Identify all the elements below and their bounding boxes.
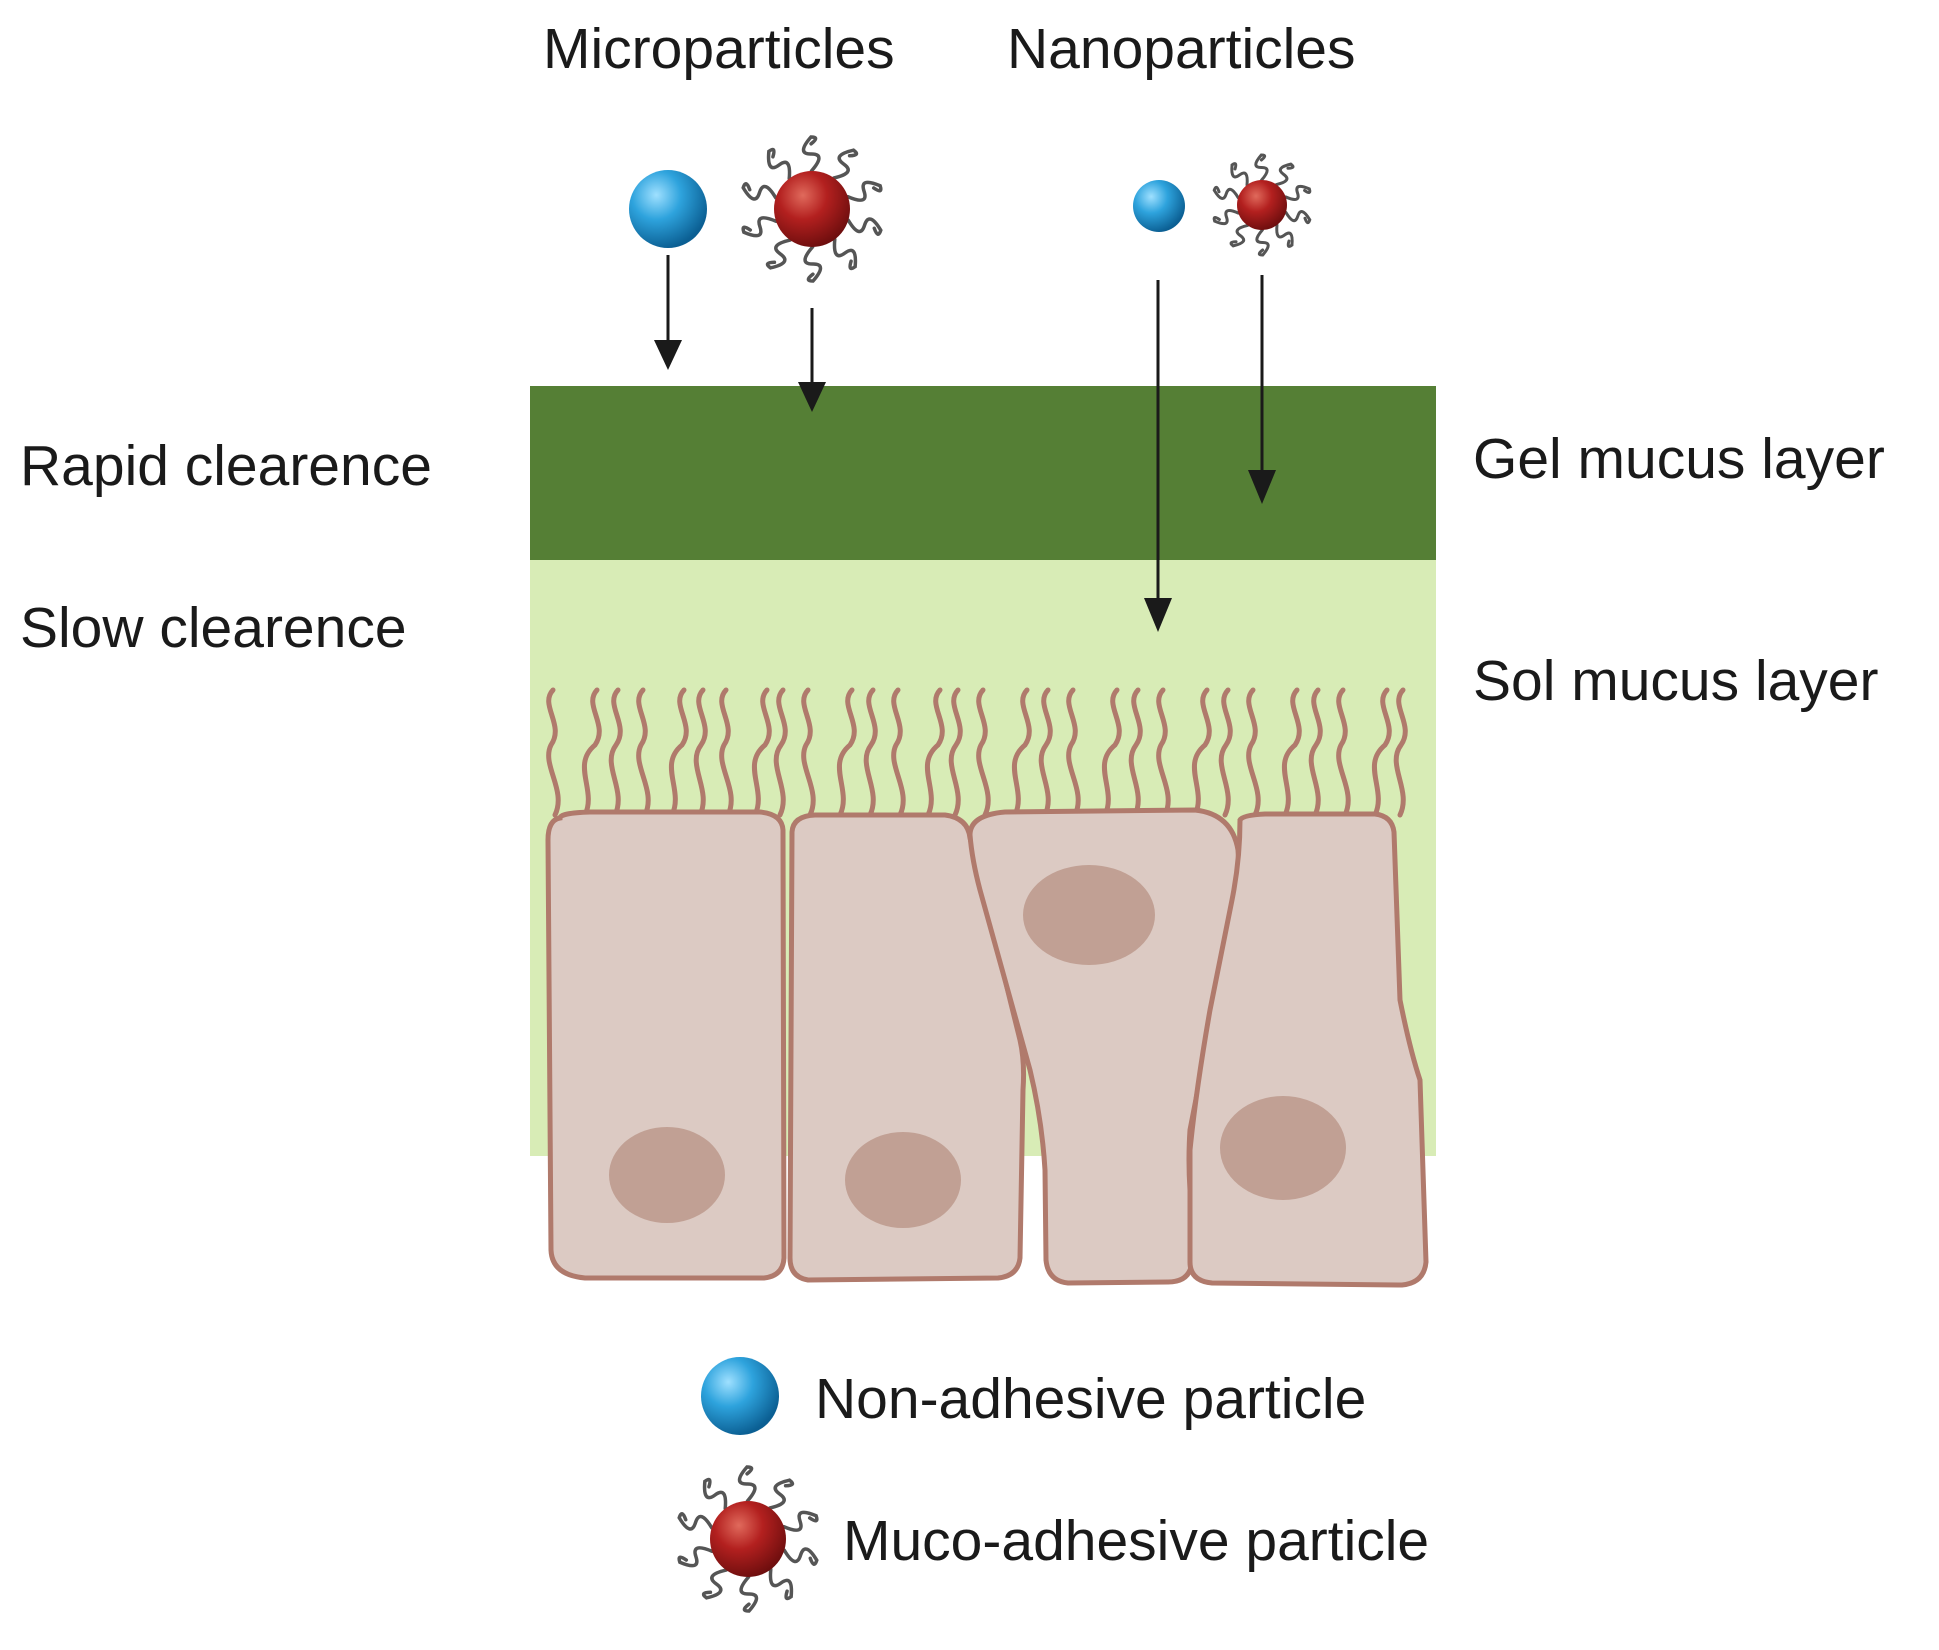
- polymer-strands: [1212, 153, 1312, 257]
- label-gel-mucus-layer: Gel mucus layer: [1473, 427, 1885, 491]
- polymer-strand: [739, 1575, 759, 1613]
- cilium: [801, 687, 816, 818]
- label-slow-clearence: Slow clearence: [20, 596, 407, 660]
- polymer-strand: [801, 135, 821, 173]
- polymer-strand: [1212, 209, 1240, 226]
- cilium: [1308, 687, 1323, 818]
- epithelial-cell-2: [787, 812, 1027, 1283]
- polymer-strand: [846, 180, 883, 202]
- polymer-strand: [765, 238, 792, 270]
- polymer-strands: [677, 1465, 819, 1613]
- polymer-strand: [1284, 184, 1312, 201]
- legend-muco-adhesive-label: Muco-adhesive particle: [843, 1509, 1429, 1573]
- cilium: [582, 687, 602, 818]
- legend-muco-adhesive-particle-icon: [677, 1465, 819, 1613]
- polymer-strand: [782, 1547, 819, 1566]
- cilium: [837, 687, 857, 818]
- gel-mucus-layer: [530, 386, 1436, 560]
- label-sol-mucus-layer: Sol mucus layer: [1473, 649, 1879, 713]
- cilium: [1156, 687, 1171, 818]
- nucleus-icon: [1220, 1096, 1346, 1200]
- cilium: [1128, 687, 1143, 818]
- nucleus-icon: [1023, 865, 1155, 965]
- polymer-strand: [741, 216, 778, 238]
- polymer-strand: [768, 1567, 794, 1601]
- arrow-head: [1144, 598, 1172, 632]
- particle-core: [710, 1501, 786, 1577]
- cilium: [1012, 687, 1032, 818]
- polymer-strand: [1255, 228, 1270, 257]
- cilium: [1038, 687, 1053, 818]
- cilium: [1246, 687, 1261, 818]
- polymer-strand: [768, 1478, 795, 1510]
- polymer-strand: [741, 182, 778, 201]
- cilium: [546, 687, 561, 818]
- micro-muco-adhesive-particle: [741, 135, 883, 283]
- cilium: [1336, 687, 1351, 818]
- polymer-strand: [803, 245, 823, 283]
- epithelial-cell-1: [545, 809, 787, 1281]
- polymer-strand: [737, 1465, 757, 1503]
- polymer-strand: [701, 1568, 728, 1600]
- cilium: [1218, 687, 1233, 818]
- micro-non-adhesive-particle: [629, 170, 707, 248]
- cilium: [669, 687, 689, 818]
- cilium: [1102, 687, 1122, 818]
- nano-non-adhesive-particle: [1133, 180, 1185, 232]
- polymer-strands: [741, 135, 883, 283]
- arrow-head: [1248, 470, 1276, 504]
- cilium: [863, 687, 878, 818]
- cilium: [976, 687, 991, 818]
- cilium: [1192, 687, 1212, 818]
- polymer-strand: [677, 1512, 714, 1531]
- legend-non-adhesive-particle-icon: [701, 1357, 779, 1435]
- polymer-strand: [832, 237, 858, 271]
- particle-core: [774, 171, 850, 247]
- cilium: [1393, 687, 1408, 818]
- nucleus-icon: [845, 1132, 961, 1228]
- nano-muco-adhesive-particle: [1212, 153, 1312, 257]
- polymer-strand: [1275, 223, 1294, 248]
- cilium: [693, 687, 708, 818]
- penetration-arrows: [654, 255, 1276, 632]
- nucleus-icon: [609, 1127, 725, 1223]
- polymer-strand: [1254, 153, 1269, 182]
- polymer-strand: [1284, 210, 1312, 225]
- polymer-strand: [1212, 185, 1240, 200]
- cilium: [773, 687, 788, 818]
- polymer-strand: [677, 1546, 714, 1568]
- cilium: [948, 687, 963, 818]
- polymer-strand: [766, 147, 792, 181]
- polymer-strand: [832, 148, 859, 180]
- polymer-strand: [1230, 162, 1249, 187]
- cilia: [546, 687, 1408, 818]
- legend-non-adhesive-label: Non-adhesive particle: [815, 1367, 1366, 1431]
- label-rapid-clearence: Rapid clearence: [20, 434, 432, 498]
- cell-nuclei: [609, 865, 1346, 1228]
- cilium: [636, 687, 651, 818]
- arrow-head: [798, 382, 826, 412]
- cilium: [719, 687, 734, 818]
- arrow-head: [654, 340, 682, 370]
- polymer-strand: [1274, 162, 1295, 187]
- polymer-strand: [1229, 223, 1250, 248]
- polymer-strand: [846, 217, 883, 236]
- polymer-strand: [782, 1510, 819, 1532]
- legend: Non-adhesive particle Muco-adhesive part…: [677, 1357, 1429, 1613]
- polymer-strand: [702, 1477, 728, 1511]
- particle-core: [1237, 180, 1287, 230]
- label-microparticles: Microparticles: [543, 17, 895, 81]
- cilium: [1282, 687, 1302, 818]
- label-nanoparticles: Nanoparticles: [1007, 17, 1356, 81]
- cilium: [891, 687, 906, 818]
- cilium: [1372, 687, 1392, 818]
- cilium: [925, 687, 945, 818]
- cilium: [752, 687, 772, 818]
- cilium: [608, 687, 623, 818]
- cilium: [1066, 687, 1081, 818]
